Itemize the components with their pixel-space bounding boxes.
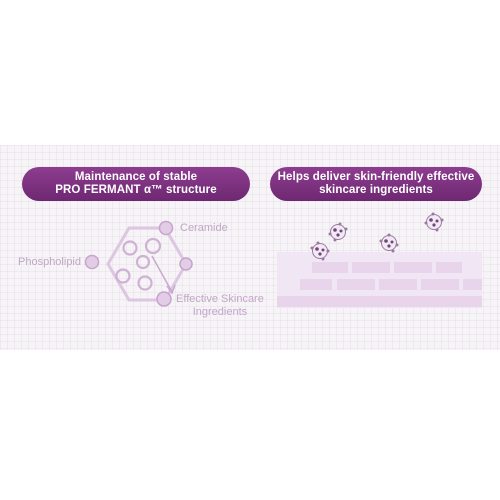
skin-barrier-bricks — [277, 262, 482, 307]
ceramide-label: Ceramide — [180, 222, 228, 234]
hexagon-molecule-diagram — [84, 220, 193, 307]
skin-barrier-diagram — [277, 212, 482, 308]
effective-ingredients-label: Effective Skincare Ingredients — [176, 293, 264, 319]
effective-line1: Effective Skincare — [176, 293, 264, 305]
inner-circles — [115, 237, 162, 291]
vertex-nodes — [84, 220, 193, 307]
bottom-node — [156, 291, 172, 307]
phospholipid-node — [84, 254, 100, 270]
phospholipid-label: Phospholipid — [18, 256, 81, 268]
ceramide-node — [158, 220, 174, 236]
right-title-line2: skincare ingredients — [319, 184, 433, 196]
arrow-icon — [151, 255, 176, 295]
left-title-line1: Maintenance of stable — [74, 171, 198, 183]
right-panel-title: Helps deliver skin-friendly effective sk… — [270, 167, 482, 201]
effective-node — [179, 257, 193, 271]
ingredient-particle-icon — [310, 212, 444, 261]
left-panel-title: Maintenance of stable PRO FERMANT α™ str… — [22, 167, 250, 201]
right-title-line1: Helps deliver skin-friendly effective — [277, 171, 475, 183]
left-title-line2: PRO FERMANT α™ structure — [55, 184, 217, 196]
effective-line2: Ingredients — [192, 306, 248, 318]
